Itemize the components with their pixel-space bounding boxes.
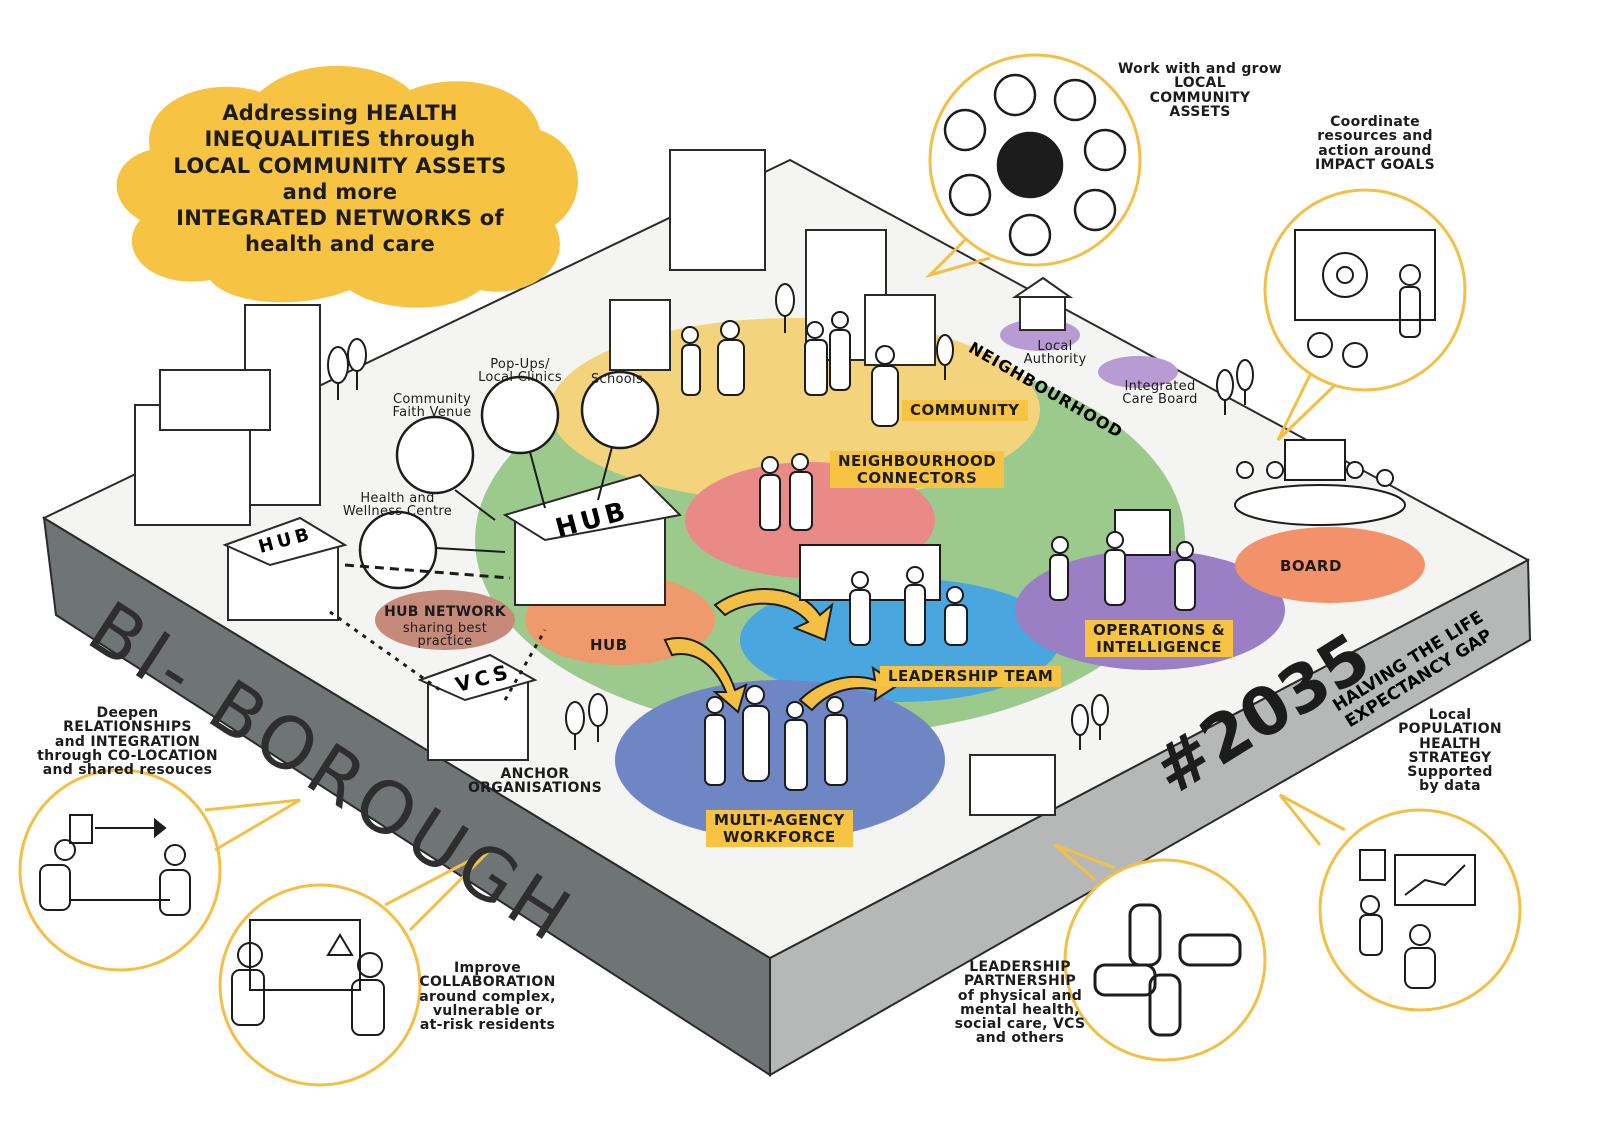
asset-center-person [996,131,1064,199]
care-board-label: Integrated Care Board [1122,379,1198,408]
local-authority-roof [1011,276,1074,298]
care-board-zone [1098,356,1178,388]
relationships-pointer [204,798,301,852]
relationships-callout-text: Deepen RELATIONSHIPS and INTEGRATION thr… [37,705,218,779]
strategy-pointer [1278,793,1346,846]
faith-link [454,489,496,521]
asset-icon-3 [943,108,987,152]
strategy-callout-text: Local POPULATION HEALTH STRATEGY Support… [1398,707,1502,795]
vcs-roof [417,653,538,702]
schools-circle [580,370,660,450]
terrace-building [159,369,271,431]
workforce-people [704,685,848,791]
connectors-label: NEIGHBOURHOOD CONNECTORS [830,451,1005,488]
asset-icon-4 [1083,128,1127,172]
wellness-label: Health and Wellness Centre [342,491,453,520]
partnership-scene [1093,903,1242,1037]
hub-network-label: HUB NETWORK [384,604,506,620]
local-authority-label: Local Authority [1023,339,1087,368]
leadership-people [799,544,968,646]
wellness-circle [358,510,438,590]
clinic-link [529,451,546,509]
main-hub-roof [502,473,683,542]
community-house [609,299,671,371]
impact-pointer [1276,374,1337,442]
right-house-building [969,754,1056,816]
connector-people [759,453,813,531]
anchor-link [503,629,547,701]
board-people [1234,439,1406,526]
small-hub-roof [222,516,348,567]
impact-callout-text: Coordinate resources and action around I… [1314,114,1436,173]
relationships-scene [39,814,191,916]
headline-cloud [116,65,578,308]
faith-venue-circle [395,415,475,495]
arrow-hub-workforce [663,637,748,714]
wellness-link [435,547,506,553]
partnership-callout-circle [1063,858,1267,1062]
hub-network-link [344,563,511,580]
assets-callout-text: Work with and grow LOCAL COMMUNITY ASSET… [1117,61,1283,120]
workforce-label: MULTI-AGENCY WORKFORCE [706,810,853,847]
clinic-circle [480,375,560,455]
hub-zone-label: HUB [590,636,628,654]
arrow-hub-leadership [713,588,834,642]
vcs-link [329,610,441,692]
asset-icon-6 [1073,188,1117,232]
strategy-scene [1359,849,1476,989]
faith-venue-label: Community Faith Venue [392,392,472,421]
board-zone [1235,527,1425,603]
asset-icon-7 [1008,213,1052,257]
trees [327,283,1254,750]
anchor-label: ANCHOR ORGANISATIONS [467,766,603,797]
partnership-callout-text: LEADERSHIP PARTNERSHIP of physical and m… [954,959,1086,1047]
hub-network-sublabel: sharing best practice [402,621,488,650]
operations-label: OPERATIONS & INTELLIGENCE [1085,620,1234,657]
partnership-pointer [1054,843,1116,882]
community-people [681,311,899,427]
popups-label: Pop-Ups/ Local Clinics [478,357,562,386]
assets-pointer [924,238,991,279]
strategy-callout-circle [1318,808,1522,1012]
schools-label: Schools [590,372,644,387]
headline-text: Addressing HEALTH INEQUALITIES through L… [173,101,507,257]
community-label: COMMUNITY [902,400,1028,421]
operations-people [1049,509,1196,611]
schools-link [597,446,613,501]
asset-icon-5 [948,173,992,217]
local-authority-building [1019,294,1066,331]
collaboration-scene [231,919,385,1036]
asset-icon-2 [1053,78,1097,122]
relationships-callout-circle [18,768,222,972]
collaboration-callout-text: Improve COLLABORATION around complex, vu… [419,960,556,1034]
hub-network-zone [375,590,515,650]
collaboration-pointer [384,848,492,932]
workforce-zone [615,680,945,840]
back-tower-building [669,149,766,271]
leadership-label: LEADERSHIP TEAM [880,666,1062,687]
asset-icon-1 [993,73,1037,117]
board-label: BOARD [1280,557,1342,575]
impact-scene [1294,229,1436,368]
